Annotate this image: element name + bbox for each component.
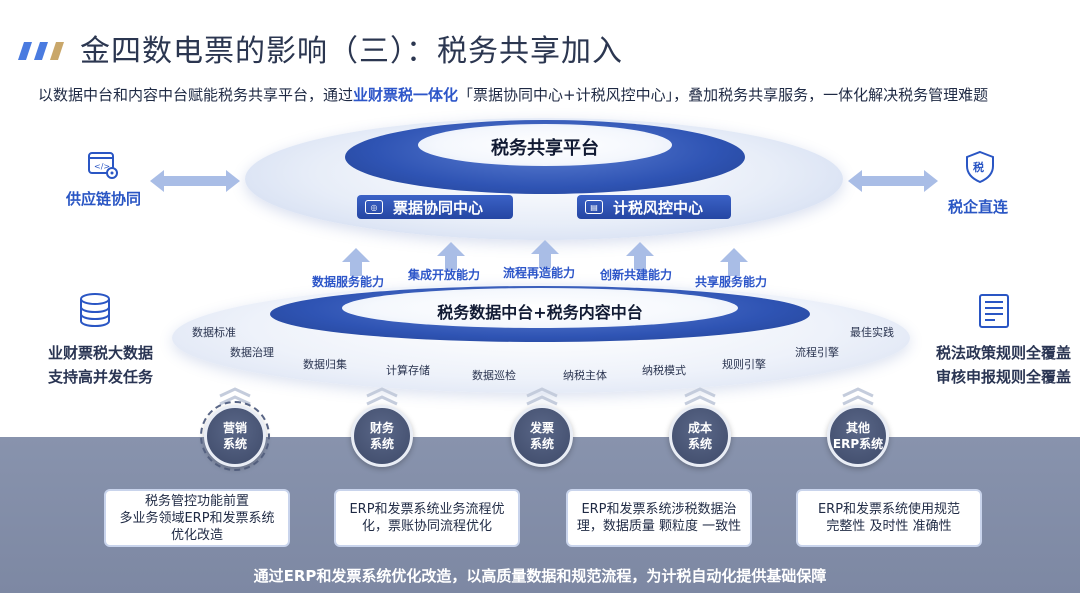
data-tag: 纳税主体: [563, 369, 607, 382]
up-arrow-1: [342, 248, 370, 276]
capability-label: 流程再造能力: [503, 266, 576, 280]
chevron-up-icon: [842, 387, 874, 406]
up-arrow-3: [531, 240, 559, 268]
system-circle: 成本系统: [669, 405, 731, 467]
database-icon: [80, 293, 110, 328]
tax-shield-icon: 税: [966, 150, 994, 184]
data-tag: 数据治理: [230, 346, 274, 359]
improvement-box: ERP和发票系统涉税数据治理，数据质量 颗粒度 一致性: [566, 489, 752, 547]
page-title: 金四数电票的影响（三）：税务共享加入: [80, 34, 623, 69]
left-mid-line2: 支持高并发任务: [48, 368, 154, 386]
system-line1: 其他: [845, 421, 870, 435]
right-mid-line1: 税法政策规则全覆盖: [936, 344, 1072, 362]
system-line2: 系统: [529, 437, 554, 451]
code-settings-icon: </>: [88, 152, 118, 179]
up-arrow-2: [437, 242, 465, 270]
footer-text: 通过ERP和发票系统优化改造，以高质量数据和规范流程，为计税自动化提供基础保障: [253, 567, 827, 585]
system-line1: 营销: [222, 421, 247, 435]
system-line1: 成本: [687, 421, 712, 435]
chevron-up-icon: [684, 387, 716, 406]
up-arrow-5: [720, 248, 748, 276]
logo-bars-icon: [18, 42, 64, 60]
tax-enterprise-label: 税企直连: [948, 198, 1009, 216]
document-icon: [979, 294, 1009, 328]
system-line2: 系统: [687, 437, 712, 451]
supply-chain-label: 供应链协同: [66, 190, 142, 208]
system-line1: 财务: [369, 421, 394, 435]
up-arrow-4: [626, 242, 654, 270]
system-line2: 系统: [222, 437, 247, 451]
improvement-box: 税务管控功能前置多业务领域ERP和发票系统优化改造: [104, 489, 290, 547]
subtitle-post: 「票据协同中心+计税风控中心」，叠加税务共享服务，一体化解决税务管理难题: [458, 86, 989, 104]
box-line: 税务管控功能前置: [144, 493, 249, 509]
data-tag: 数据归集: [303, 358, 347, 371]
capability-label: 集成开放能力: [408, 268, 481, 282]
chevron-up-icon: [366, 387, 398, 406]
svg-text:</>: </>: [94, 162, 110, 171]
improvement-box: ERP和发票系统业务流程优化，票账协同流程优化: [334, 489, 520, 547]
subtitle-pre: 以数据中台和内容中台赋能税务共享平台，通过: [38, 86, 354, 104]
invoice-icon: ▤: [585, 200, 603, 214]
data-tag: 数据标准: [192, 326, 236, 339]
data-tag: 流程引擎: [795, 346, 839, 359]
chevron-up-icon: [526, 387, 558, 406]
subtitle-highlight: 业财票税一体化: [353, 86, 459, 104]
system-circle: 发票系统: [511, 405, 573, 467]
page-subtitle: 以数据中台和内容中台赋能税务共享平台，通过业财票税一体化「票据协同中心+计税风控…: [38, 84, 988, 105]
capability-label: 创新共建能力: [600, 268, 673, 282]
tax-risk-center: ▤ 计税风控中心: [577, 195, 731, 219]
platform-label: 税务共享平台: [491, 138, 599, 159]
improvement-box: ERP和发票系统使用规范完整性 及时性 准确性: [796, 489, 982, 547]
box-line: ERP和发票系统业务流程优: [349, 502, 505, 517]
system-circle: 财务系统: [351, 405, 413, 467]
system-line2: 系统: [369, 437, 394, 451]
box-line: 化，票账协同流程优化: [361, 519, 492, 534]
system-circle: 营销系统: [204, 405, 266, 467]
system-line2: ERP系统: [832, 437, 884, 451]
left-mid-line1: 业财票税大数据: [48, 344, 154, 362]
middle-white-ellipse: [342, 288, 738, 328]
box-line: ERP和发票系统使用规范: [817, 502, 961, 517]
svg-text:税: 税: [973, 160, 984, 174]
system-line1: 发票: [529, 421, 554, 435]
data-tag: 纳税模式: [642, 364, 686, 377]
box-line: 优化改造: [170, 527, 223, 543]
right-double-arrow: [848, 170, 938, 192]
marketing-system-ring: [200, 401, 270, 471]
left-double-arrow: [150, 170, 240, 192]
right-mid-line2: 审核申报规则全覆盖: [936, 368, 1072, 386]
system-circle: 其他 ERP系统: [827, 405, 889, 467]
capability-label: 共享服务能力: [695, 275, 768, 289]
platform-white-ellipse: [418, 124, 672, 166]
box-line: 完整性 及时性 准确性: [826, 519, 952, 534]
tax-center-label: 计税风控中心: [613, 198, 704, 217]
middle-platform-label: 税务数据中台+税务内容中台: [437, 303, 643, 322]
ticket-coordination-center: ◎ 票据协同中心: [357, 195, 513, 219]
data-tag: 计算存储: [386, 364, 430, 377]
box-line: 多业务领域ERP和发票系统: [119, 510, 275, 526]
capability-label: 数据服务能力: [312, 275, 385, 289]
data-tag: 最佳实践: [850, 326, 894, 339]
ticket-icon: ◎: [365, 200, 383, 214]
ticket-center-label: 票据协同中心: [393, 198, 484, 217]
box-line: 理，数据质量 颗粒度 一致性: [576, 519, 742, 534]
data-tag: 数据巡检: [472, 369, 516, 382]
data-tag: 规则引擎: [722, 358, 766, 371]
box-line: ERP和发票系统涉税数据治: [581, 502, 737, 517]
